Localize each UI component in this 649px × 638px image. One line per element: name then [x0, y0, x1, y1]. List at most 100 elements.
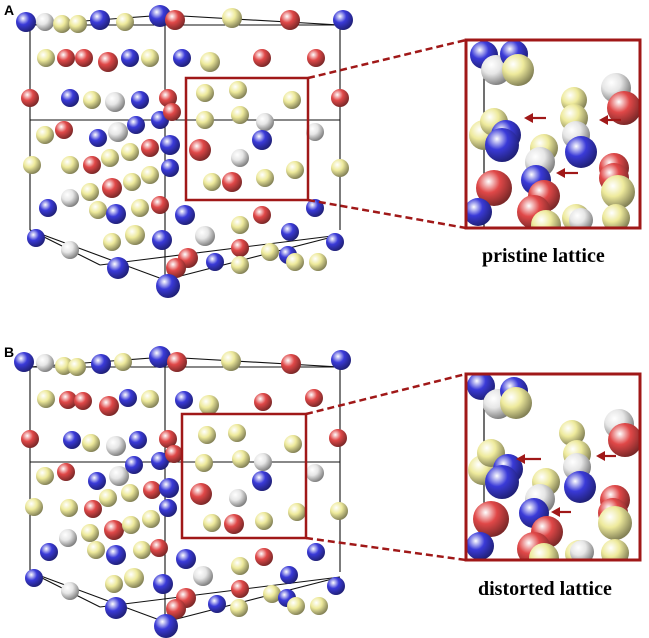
red-atom [166, 258, 186, 278]
yellow-atom [229, 81, 247, 99]
zoom-inset [466, 40, 640, 228]
blue-atom [154, 614, 178, 638]
blue-atom [125, 456, 143, 474]
blue-atom [485, 465, 519, 499]
yellow-atom [121, 143, 139, 161]
white-atom [231, 149, 249, 167]
inset-frame [464, 372, 642, 562]
blue-atom [306, 199, 324, 217]
yellow-atom [330, 502, 348, 520]
yellow-atom [286, 253, 304, 271]
defect-arrow-head [596, 451, 605, 461]
red-atom [329, 429, 347, 447]
blue-atom [107, 257, 129, 279]
yellow-atom [99, 489, 117, 507]
yellow-atom [141, 390, 159, 408]
cell-edge [164, 576, 341, 623]
blue-atom [160, 135, 180, 155]
yellow-atom [131, 199, 149, 217]
white-atom [306, 464, 324, 482]
cell-edge [29, 229, 166, 281]
blue-atom [131, 91, 149, 109]
yellow-atom [331, 159, 349, 177]
zoom-box [184, 76, 310, 202]
red-atom [224, 514, 244, 534]
blue-atom [39, 199, 57, 217]
yellow-atom [502, 54, 534, 86]
red-atom [143, 481, 161, 499]
red-atom [150, 539, 168, 557]
yellow-atom [283, 91, 301, 109]
caption-distorted-lattice: distorted lattice [478, 578, 612, 600]
blue-atom [40, 543, 58, 561]
yellow-atom [61, 156, 79, 174]
blue-atom [151, 452, 169, 470]
yellow-atom [559, 420, 585, 446]
panel-b-letter: B [4, 344, 15, 360]
blue-atom [129, 431, 147, 449]
red-atom [473, 501, 509, 537]
yellow-atom [231, 216, 249, 234]
yellow-atom [116, 13, 134, 31]
defect-arrow-head [556, 168, 565, 178]
yellow-atom [23, 156, 41, 174]
blue-atom [16, 12, 36, 32]
yellow-atom [25, 498, 43, 516]
yellow-atom [231, 557, 249, 575]
red-atom [167, 352, 187, 372]
yellow-atom [601, 539, 629, 560]
yellow-atom [69, 15, 87, 33]
blue-atom [159, 499, 177, 517]
white-atom [569, 208, 593, 228]
blue-atom [175, 391, 193, 409]
red-atom [222, 172, 242, 192]
defect-arrow-head [551, 507, 560, 517]
yellow-atom [195, 454, 213, 472]
yellow-atom [196, 84, 214, 102]
yellow-atom [60, 499, 78, 517]
yellow-atom [286, 161, 304, 179]
cell-edge [164, 234, 341, 281]
yellow-atom [81, 183, 99, 201]
yellow-atom [200, 52, 220, 72]
yellow-atom [231, 106, 249, 124]
white-atom [59, 529, 77, 547]
blue-atom [161, 159, 179, 177]
red-atom [165, 445, 183, 463]
red-atom [75, 49, 93, 67]
red-atom [255, 548, 273, 566]
yellow-atom [309, 253, 327, 271]
yellow-atom [141, 166, 159, 184]
blue-atom [326, 233, 344, 251]
inset-frame [464, 38, 642, 230]
blue-atom [61, 89, 79, 107]
red-atom [607, 91, 640, 125]
blue-atom [89, 129, 107, 147]
blue-atom [14, 352, 34, 372]
blue-atom [176, 549, 196, 569]
red-atom [57, 49, 75, 67]
yellow-atom [55, 357, 73, 375]
white-atom [61, 582, 79, 600]
white-atom [36, 354, 54, 372]
blue-atom [327, 577, 345, 595]
blue-atom [565, 136, 597, 168]
red-atom [59, 391, 77, 409]
yellow-atom [124, 568, 144, 588]
yellow-atom [263, 585, 281, 603]
blue-atom [208, 595, 226, 613]
blue-atom [63, 431, 81, 449]
yellow-atom [68, 358, 86, 376]
red-atom [331, 89, 349, 107]
red-atom [57, 463, 75, 481]
yellow-atom [231, 256, 249, 274]
zoom-connector-bottom [307, 198, 467, 230]
blue-atom [485, 128, 519, 162]
cell-edge [29, 571, 166, 623]
yellow-atom [82, 434, 100, 452]
blue-atom [173, 49, 191, 67]
blue-atom [106, 204, 126, 224]
blue-atom [88, 472, 106, 490]
red-atom [21, 430, 39, 448]
yellow-atom [287, 597, 305, 615]
